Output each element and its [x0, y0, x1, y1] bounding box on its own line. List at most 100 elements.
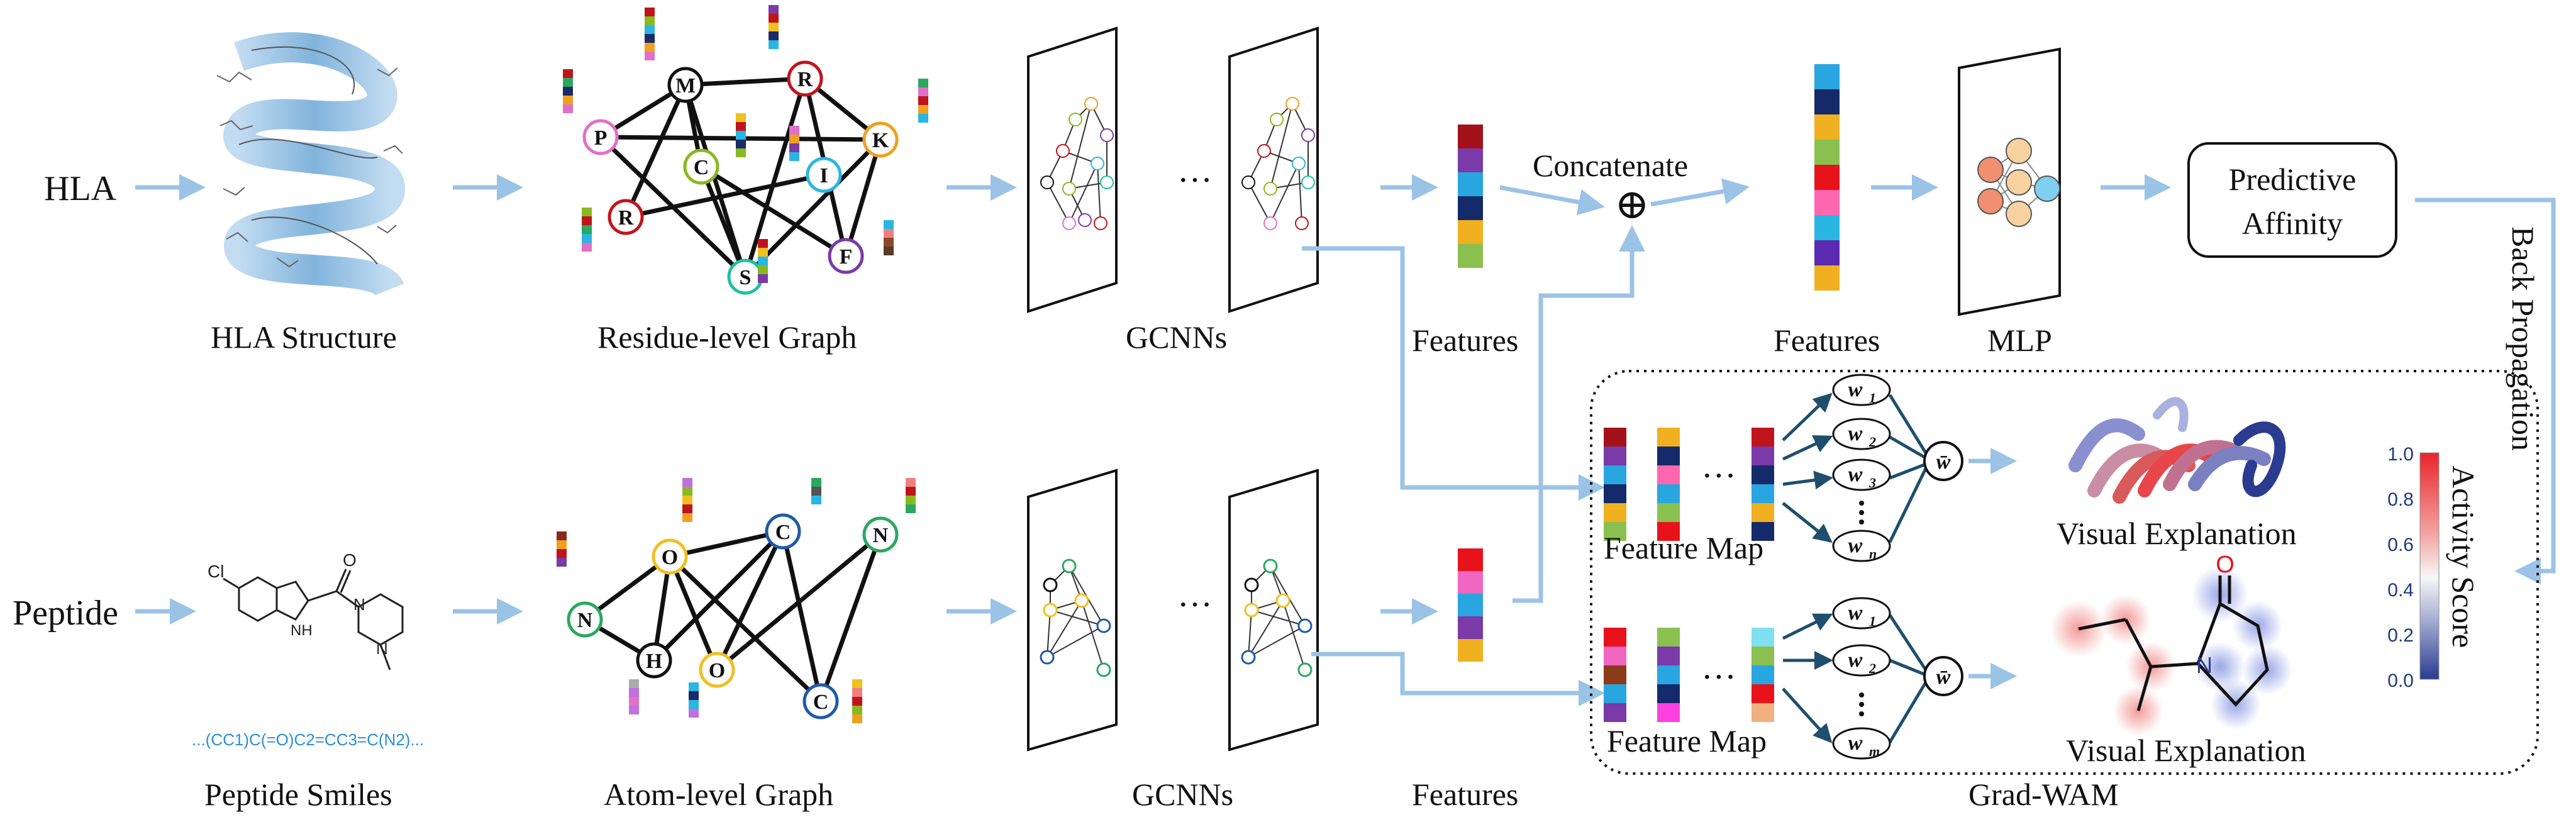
grad-wam-label: Grad-WAM [1968, 777, 2119, 812]
svg-text:0.4: 0.4 [2387, 580, 2414, 601]
visual-explanation-bottom-label: Visual Explanation [2066, 733, 2306, 768]
svg-text:w: w [1848, 422, 1863, 445]
svg-text:0.8: 0.8 [2387, 489, 2414, 510]
predictive-affinity-box: Predictive Affinity [2187, 142, 2397, 258]
protein-visual-explanation [2068, 397, 2286, 504]
svg-text:S: S [740, 266, 752, 289]
atom-node-c2: C [802, 683, 839, 720]
feature-map-top-ellipsis: ··· [1701, 457, 1736, 496]
svg-text:I: I [819, 164, 828, 187]
gcnn-panel-bottom-1 [1027, 469, 1118, 752]
residue-node-f: F [828, 238, 864, 274]
svg-text:N: N [873, 524, 889, 547]
svg-text:C: C [813, 691, 829, 714]
svg-text:P: P [594, 126, 608, 150]
feature-vector-concat [1814, 64, 1840, 291]
feature-map-bottom [1604, 628, 1774, 722]
svg-text:O: O [662, 546, 678, 569]
atom-node-n1: N [862, 516, 899, 553]
residue-graph: M R P K C I R S F [563, 5, 928, 295]
gcnns-bottom-label: GCNNs [1132, 777, 1233, 812]
svg-text:O: O [2216, 552, 2235, 578]
residue-graph-label: Residue-level Graph [597, 319, 857, 355]
atom-node-c1: C [765, 513, 801, 550]
svg-text:R: R [797, 68, 813, 91]
mlp-panel [1958, 47, 2061, 316]
ellipsis-top: ··· [1177, 161, 1213, 200]
molecule-atom-o: O [343, 550, 357, 570]
svg-text:Affinity: Affinity [2242, 206, 2343, 241]
atom-node-h: H [636, 642, 672, 679]
svg-text:N: N [577, 609, 593, 632]
residue-node-i: I [806, 157, 842, 193]
svg-text:w: w [1848, 463, 1863, 486]
svg-text:Predictive: Predictive [2229, 162, 2357, 197]
svg-text:w: w [1848, 648, 1863, 672]
peptide-molecule [223, 569, 404, 670]
svg-text:n: n [1869, 546, 1877, 562]
peptide-smiles-text: ...(CC1)C(=O)C2=CC3=C(N2)... [192, 730, 424, 749]
svg-text:0.2: 0.2 [2387, 625, 2414, 646]
visual-explanation-top-label: Visual Explanation [2057, 516, 2297, 551]
svg-text:O: O [709, 659, 725, 682]
arrow-to-concatenate [1499, 185, 1605, 216]
gcnns-top-label: GCNNs [1126, 319, 1227, 355]
ellipsis-bottom: ··· [1177, 586, 1213, 625]
arrow-bottom-features-to-concat [1513, 225, 1645, 603]
svg-text:1: 1 [1869, 613, 1876, 629]
svg-text:w: w [1848, 534, 1863, 557]
svg-text:C: C [694, 156, 709, 179]
concatenate-label: Concatenate [1533, 148, 1688, 183]
atom-feature-bars [557, 478, 916, 723]
gcnn-panel-top-2 [1228, 26, 1319, 313]
feature-map-bottom-label: Feature Map [1607, 723, 1767, 758]
back-propagation-label: Back Propagation [2506, 226, 2541, 451]
svg-text:0.6: 0.6 [2387, 535, 2414, 555]
features-top-label: Features [1412, 323, 1518, 358]
feature-map-top [1604, 428, 1774, 541]
mlp-label: MLP [1987, 323, 2052, 358]
svg-text:w: w [1848, 731, 1863, 755]
peptide-label: Peptide [13, 594, 118, 633]
atom-graph-label: Atom-level Graph [604, 777, 833, 812]
residue-node-r1: R [787, 60, 823, 97]
grad-wam-box [1590, 370, 2539, 775]
features-concat-label: Features [1774, 323, 1880, 358]
molecule-atom-nh: NH [291, 622, 313, 639]
residue-feature-bars [563, 5, 928, 283]
svg-text:w: w [1848, 601, 1863, 625]
feature-map-top-label: Feature Map [1604, 530, 1763, 565]
molecule-visual-explanation: O N [2050, 552, 2292, 736]
svg-text:w: w [1848, 378, 1863, 401]
arrow-gcnn-bottom-to-feature-map [1311, 652, 1605, 706]
back-propagation-arrow [2415, 197, 2556, 584]
residue-node-s: S [727, 258, 763, 295]
svg-text:w̄: w̄ [1936, 665, 1951, 689]
svg-text:H: H [646, 650, 662, 673]
activity-colorbar: 1.0 0.8 0.6 0.4 0.2 0.0 [2387, 444, 2440, 691]
atom-node-o1: O [652, 538, 688, 575]
molecule-atom-n1: N [353, 595, 365, 614]
concat-operator: ⊕ [1614, 182, 1649, 228]
svg-text:w̄: w̄ [1936, 450, 1951, 474]
svg-text:M: M [675, 74, 696, 97]
residue-node-m: M [667, 67, 704, 103]
residue-node-p: P [582, 119, 619, 155]
hla-structure-label: HLA Structure [211, 319, 397, 355]
svg-text:1.0: 1.0 [2387, 444, 2414, 465]
svg-text:2: 2 [1868, 660, 1876, 676]
svg-text:2: 2 [1868, 434, 1876, 450]
svg-text:C: C [775, 521, 791, 544]
residue-node-k: K [862, 121, 899, 158]
gcnn-panel-bottom-2 [1228, 469, 1319, 752]
arrow-gcnn-top-to-feature-map [1302, 246, 1605, 501]
svg-text:3: 3 [1868, 475, 1876, 491]
atom-node-o2: O [699, 652, 735, 688]
hla-structure-image [216, 32, 406, 298]
svg-text:1: 1 [1869, 390, 1876, 406]
svg-text:R: R [618, 206, 634, 230]
